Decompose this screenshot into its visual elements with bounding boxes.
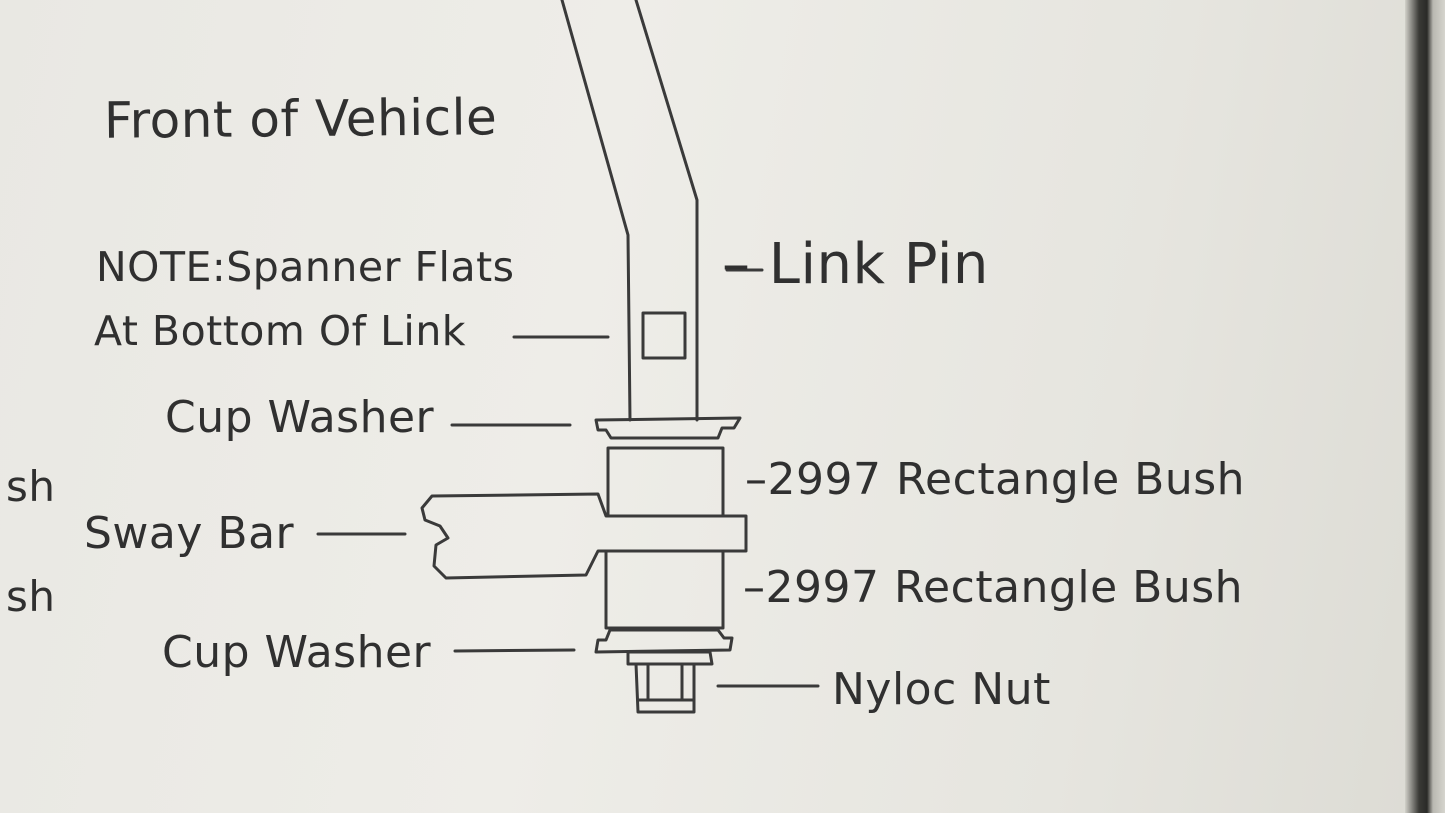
nyloc-nut-shape	[626, 650, 714, 714]
link-pin-shaft	[560, 0, 699, 422]
link-pin-label: – Link Pin	[722, 232, 989, 297]
front-of-vehicle-label: Front of Vehicle	[103, 88, 498, 150]
paper-edge	[1405, 0, 1445, 813]
rectangle-bush-top-label: –2997 Rectangle Bush	[745, 454, 1246, 505]
spanner-flats	[641, 311, 687, 360]
cut-off-text-bottom: sh	[6, 572, 56, 621]
leader-cup-washer-bottom	[453, 648, 576, 653]
cup-washer-top-label: Cup Washer	[165, 392, 435, 443]
nyloc-nut-label: Nyloc Nut	[832, 664, 1051, 715]
cup-washer-top-shape	[594, 416, 742, 440]
spanner-flats-note-line2: At Bottom Of Link	[94, 307, 467, 355]
cut-off-text-top: sh	[6, 462, 56, 511]
sway-bar-label: Sway Bar	[84, 508, 295, 559]
rectangle-bush-bottom-label: –2997 Rectangle Bush	[743, 562, 1244, 613]
spanner-flats-note-line1: NOTE:Spanner Flats	[96, 243, 515, 291]
cup-washer-bottom-label: Cup Washer	[162, 627, 432, 678]
cup-washer-bottom-shape	[594, 628, 734, 654]
sway-bar-shape	[420, 492, 748, 580]
rectangle-bush-bottom-shape	[604, 549, 725, 630]
rectangle-bush-top-shape	[606, 446, 725, 518]
